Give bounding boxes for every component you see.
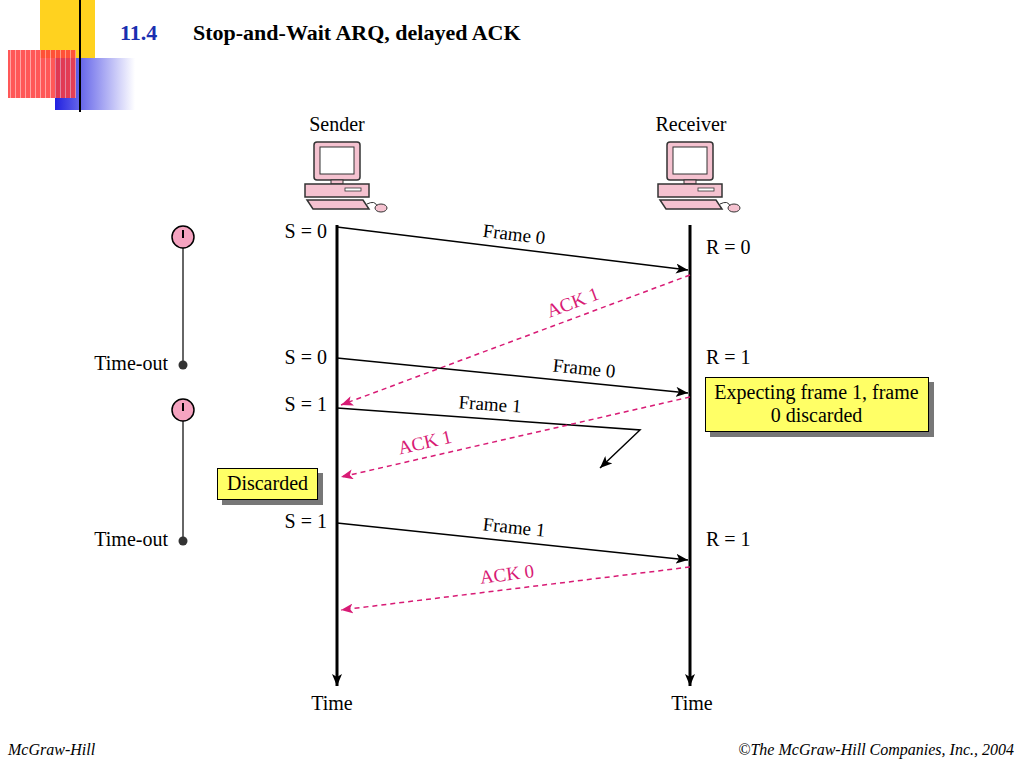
- sequence-label: S = 1: [285, 510, 327, 532]
- sender-timeline: [336, 225, 339, 686]
- computer-icon: [305, 142, 387, 212]
- callout-text: Expecting frame 1, frame 0 discarded: [714, 381, 919, 427]
- sequence-label: S = 0: [285, 220, 327, 242]
- timer: [172, 226, 194, 370]
- ack-label: ACK 1: [396, 427, 454, 460]
- timeout-label: Time-out: [94, 352, 168, 374]
- ack-label: ACK 1: [544, 284, 602, 323]
- ack-arrow: [341, 275, 690, 405]
- timeout-label: Time-out: [94, 528, 168, 550]
- axis-label: Time: [311, 692, 353, 714]
- timer: [172, 399, 194, 546]
- frame-arrow: [337, 358, 688, 393]
- frame-label: Frame 1: [482, 514, 547, 541]
- frame-label: Frame 1: [457, 392, 521, 417]
- sequence-label: R = 0: [706, 236, 751, 258]
- footer-text: ©The McGraw-Hill Companies, Inc., 2004: [738, 741, 1014, 759]
- lost-frame-arrow: [337, 408, 640, 468]
- ack-label: ACK 0: [479, 562, 536, 589]
- callout-box: Expecting frame 1, frame 0 discarded: [705, 377, 929, 432]
- receiver-timeline: [689, 225, 692, 686]
- sequence-label: S = 0: [285, 346, 327, 368]
- axis-label: Time: [671, 692, 713, 714]
- slide-title: Stop-and-Wait ARQ, delayed ACK: [193, 21, 521, 45]
- header-decoration: [8, 0, 1000, 112]
- sequence-label: S = 1: [285, 393, 327, 415]
- footer-text: McGraw-Hill: [8, 741, 95, 759]
- sequence-label: R = 1: [706, 528, 751, 550]
- section-number: 11.4: [120, 21, 157, 45]
- computer-icon: [658, 142, 740, 212]
- callout-text: Discarded: [226, 472, 309, 495]
- sequence-label: R = 1: [706, 346, 751, 368]
- callout-box: Discarded: [217, 468, 318, 500]
- station-name: Receiver: [655, 113, 726, 135]
- frame-label: Frame 0: [482, 220, 547, 248]
- frame-label: Frame 0: [552, 355, 617, 382]
- station-name: Sender: [309, 113, 365, 135]
